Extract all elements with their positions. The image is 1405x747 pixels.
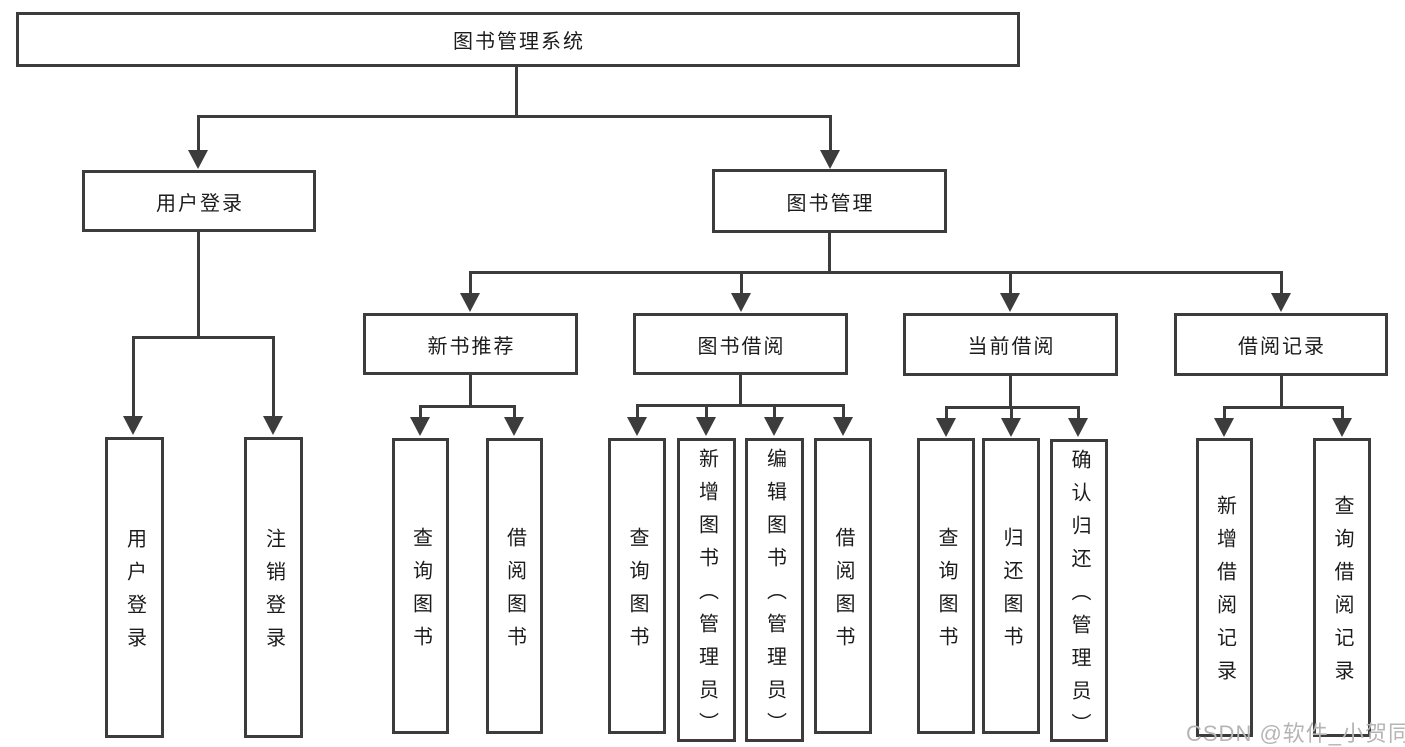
node-leaf-query-books-1: 查询图书 bbox=[392, 438, 449, 734]
node-book-management-label: 图书管理 bbox=[786, 192, 875, 215]
connector-line bbox=[515, 66, 518, 118]
connector-line bbox=[1009, 376, 1012, 408]
node-leaf-query-books-2: 查询图书 bbox=[608, 438, 666, 734]
connector-line bbox=[945, 406, 1080, 409]
arrow-down-icon bbox=[187, 116, 209, 169]
leaf-label: 新增借阅记录 bbox=[1213, 495, 1236, 693]
node-user-login: 用户登录 bbox=[82, 170, 316, 232]
leaf-label: 编辑图书（管理员） bbox=[763, 448, 786, 745]
arrow-down-icon bbox=[1270, 271, 1292, 312]
leaf-label: 用户登录 bbox=[123, 528, 146, 660]
connector-line bbox=[469, 271, 1283, 274]
leaf-label: 查询图书 bbox=[409, 526, 432, 659]
leaf-label: 注销登录 bbox=[262, 528, 285, 660]
node-leaf-query-borrow-record: 查询借阅记录 bbox=[1313, 438, 1371, 737]
leaf-label: 借阅图书 bbox=[832, 526, 854, 659]
arrow-down-icon bbox=[409, 405, 431, 436]
node-leaf-add-books-admin: 新增图书（管理员） bbox=[677, 438, 736, 745]
node-leaf-borrow-books-2: 借阅图书 bbox=[814, 438, 872, 734]
node-book-management: 图书管理 bbox=[712, 169, 947, 233]
arrow-down-icon bbox=[1000, 406, 1022, 437]
connector-line bbox=[197, 115, 832, 118]
node-leaf-confirm-return-admin: 确认归还（管理员） bbox=[1050, 439, 1108, 746]
leaf-label: 查询借阅记录 bbox=[1331, 495, 1353, 693]
arrow-down-icon bbox=[999, 271, 1021, 312]
arrow-down-icon bbox=[1213, 406, 1235, 437]
leaf-label: 查询图书 bbox=[626, 526, 648, 659]
connector-line bbox=[419, 405, 516, 408]
watermark: CSDN @软件_小贺同学 bbox=[1186, 721, 1405, 746]
leaf-label: 借阅图书 bbox=[503, 526, 526, 659]
arrow-down-icon bbox=[626, 404, 648, 436]
node-current-borrow-label: 当前借阅 bbox=[967, 336, 1056, 358]
arrow-down-icon bbox=[122, 336, 144, 435]
node-leaf-query-books-3: 查询图书 bbox=[917, 438, 975, 734]
connector-line bbox=[636, 404, 845, 407]
connector-line bbox=[1280, 376, 1283, 408]
node-user-login-label: 用户登录 bbox=[156, 192, 244, 215]
connector-line bbox=[132, 336, 275, 339]
node-leaf-add-borrow-record: 新增借阅记录 bbox=[1196, 438, 1253, 737]
node-book-borrow-label: 图书借阅 bbox=[697, 335, 786, 358]
node-root: 图书管理系统 bbox=[16, 12, 1020, 67]
arrow-down-icon bbox=[695, 404, 717, 436]
arrow-down-icon bbox=[763, 404, 785, 436]
arrow-down-icon bbox=[503, 405, 525, 436]
node-leaf-edit-books-admin: 编辑图书（管理员） bbox=[745, 438, 804, 745]
connector-line bbox=[197, 232, 200, 339]
node-borrow-records-label: 借阅记录 bbox=[1238, 336, 1326, 358]
node-leaf-logout: 注销登录 bbox=[244, 437, 303, 738]
arrow-down-icon bbox=[459, 271, 481, 312]
leaf-label: 查询图书 bbox=[935, 526, 957, 659]
connector-line bbox=[1223, 406, 1344, 409]
node-new-book-recommend-label: 新书推荐 bbox=[427, 335, 516, 358]
arrow-down-icon bbox=[832, 404, 854, 436]
node-leaf-user-login: 用户登录 bbox=[105, 437, 164, 738]
node-leaf-borrow-books-1: 借阅图书 bbox=[486, 438, 543, 734]
node-new-book-recommend: 新书推荐 bbox=[363, 313, 578, 375]
node-leaf-return-books: 归还图书 bbox=[982, 438, 1040, 734]
leaf-label: 新增图书（管理员） bbox=[695, 448, 718, 745]
node-current-borrow: 当前借阅 bbox=[903, 313, 1118, 376]
leaf-label: 确认归还（管理员） bbox=[1068, 448, 1090, 746]
node-book-borrow: 图书借阅 bbox=[633, 313, 848, 375]
node-root-label: 图书管理系统 bbox=[453, 31, 585, 53]
connector-line bbox=[828, 233, 831, 274]
connector-line bbox=[469, 375, 472, 408]
arrow-down-icon bbox=[819, 116, 841, 169]
connector-line bbox=[739, 375, 742, 407]
arrow-down-icon bbox=[1067, 406, 1089, 437]
arrow-down-icon bbox=[730, 271, 752, 312]
node-borrow-records: 借阅记录 bbox=[1174, 313, 1388, 376]
arrow-down-icon bbox=[935, 406, 957, 437]
leaf-label: 归还图书 bbox=[1000, 526, 1022, 659]
arrow-down-icon bbox=[262, 336, 284, 435]
arrow-down-icon bbox=[1331, 406, 1353, 437]
